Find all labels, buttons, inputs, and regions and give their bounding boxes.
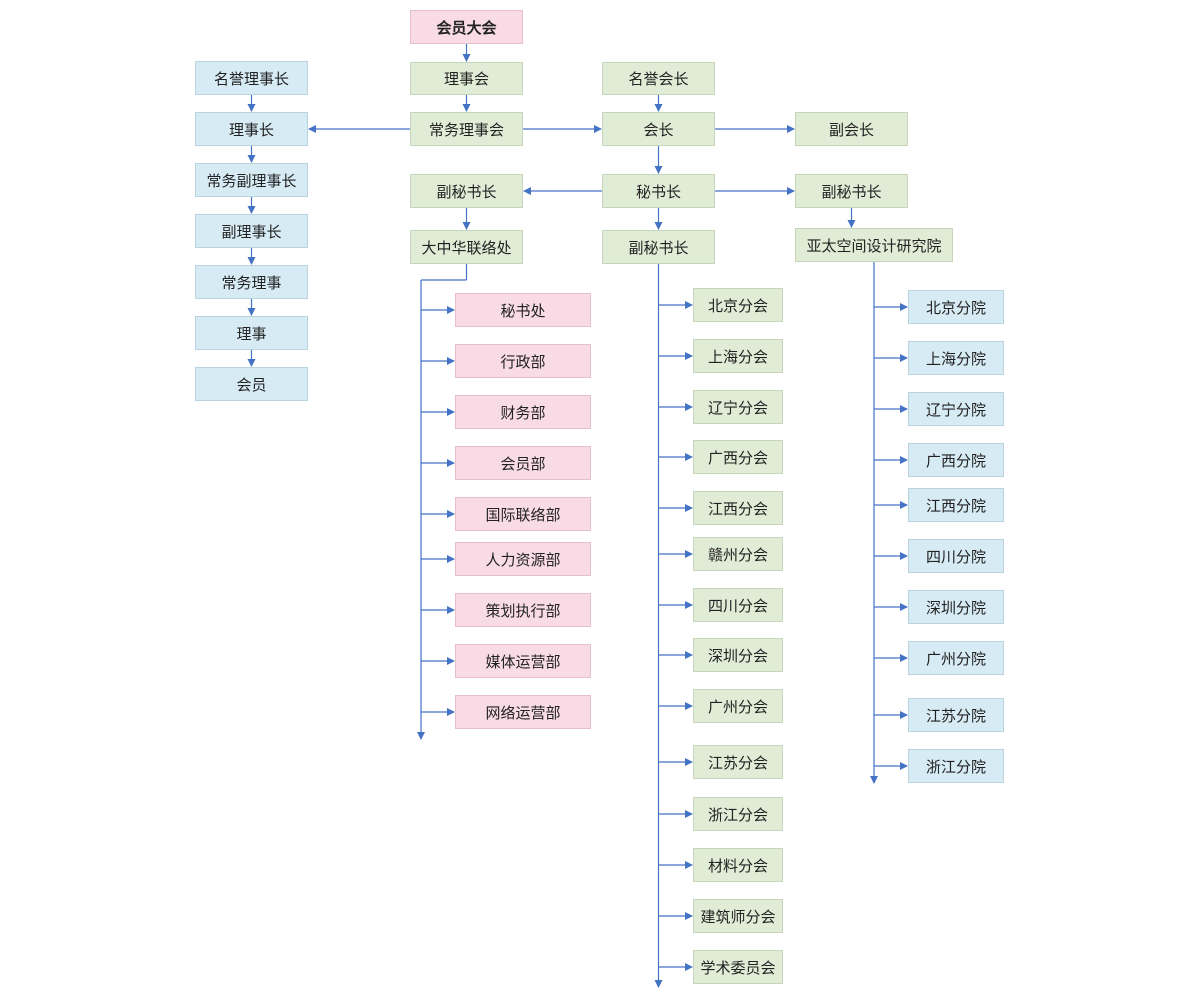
node-president: 会长 xyxy=(602,112,715,146)
department-box: 行政部 xyxy=(455,344,591,378)
node-general-assembly: 会员大会 xyxy=(410,10,523,44)
institute-box: 北京分院 xyxy=(908,290,1004,324)
node-council: 理事会 xyxy=(410,62,523,95)
institute-box: 上海分院 xyxy=(908,341,1004,375)
node-honorary-president: 名誉会长 xyxy=(602,62,715,95)
node-director: 理事 xyxy=(195,316,308,350)
branch-box: 江西分会 xyxy=(693,491,783,525)
node-chairman: 理事长 xyxy=(195,112,308,146)
department-box: 人力资源部 xyxy=(455,542,591,576)
branch-box: 学术委员会 xyxy=(693,950,783,984)
institute-box: 深圳分院 xyxy=(908,590,1004,624)
department-box: 秘书处 xyxy=(455,293,591,327)
node-deputy-secretary-general-right: 副秘书长 xyxy=(795,174,908,208)
node-honorary-chairman: 名誉理事长 xyxy=(195,61,308,95)
node-deputy-secretary-general-center: 副秘书长 xyxy=(602,230,715,264)
department-box: 会员部 xyxy=(455,446,591,480)
institute-box: 广州分院 xyxy=(908,641,1004,675)
branch-box: 赣州分会 xyxy=(693,537,783,571)
branch-box: 材料分会 xyxy=(693,848,783,882)
branch-box: 深圳分会 xyxy=(693,638,783,672)
institute-box: 江苏分院 xyxy=(908,698,1004,732)
node-vice-chairman: 副理事长 xyxy=(195,214,308,248)
department-box: 财务部 xyxy=(455,395,591,429)
node-vice-president: 副会长 xyxy=(795,112,908,146)
branch-box: 上海分会 xyxy=(693,339,783,373)
department-box: 媒体运营部 xyxy=(455,644,591,678)
node-standing-vice-chairman: 常务副理事长 xyxy=(195,163,308,197)
node-standing-director: 常务理事 xyxy=(195,265,308,299)
node-asia-pacific-institute: 亚太空间设计研究院 xyxy=(795,228,953,262)
node-standing-council: 常务理事会 xyxy=(410,112,523,146)
node-secretary-general: 秘书长 xyxy=(602,174,715,208)
branch-box: 辽宁分会 xyxy=(693,390,783,424)
department-box: 策划执行部 xyxy=(455,593,591,627)
branch-box: 北京分会 xyxy=(693,288,783,322)
institute-box: 四川分院 xyxy=(908,539,1004,573)
branch-box: 广西分会 xyxy=(693,440,783,474)
department-box: 网络运营部 xyxy=(455,695,591,729)
institute-box: 辽宁分院 xyxy=(908,392,1004,426)
node-member: 会员 xyxy=(195,367,308,401)
branch-box: 浙江分会 xyxy=(693,797,783,831)
institute-box: 浙江分院 xyxy=(908,749,1004,783)
branch-box: 四川分会 xyxy=(693,588,783,622)
institute-box: 广西分院 xyxy=(908,443,1004,477)
node-greater-china-office: 大中华联络处 xyxy=(410,230,523,264)
branch-box: 广州分会 xyxy=(693,689,783,723)
institute-box: 江西分院 xyxy=(908,488,1004,522)
branch-box: 江苏分会 xyxy=(693,745,783,779)
node-deputy-secretary-general-left: 副秘书长 xyxy=(410,174,523,208)
department-box: 国际联络部 xyxy=(455,497,591,531)
branch-box: 建筑师分会 xyxy=(693,899,783,933)
